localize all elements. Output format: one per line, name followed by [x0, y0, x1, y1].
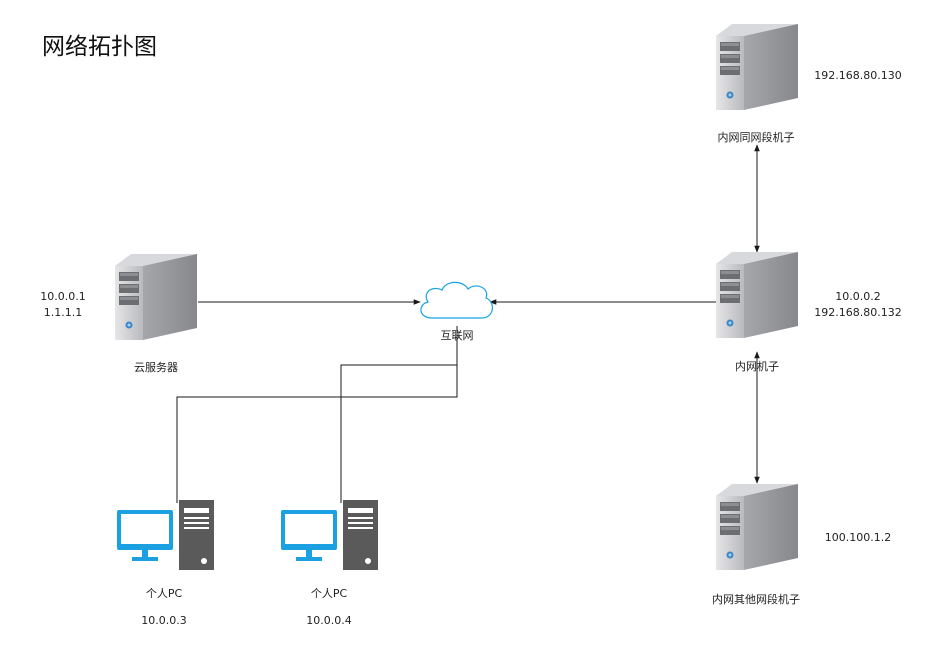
pc-label: 个人PC	[311, 587, 348, 600]
server-ip-1: 10.0.0.1	[40, 290, 85, 303]
pc-label: 个人PC	[146, 587, 183, 600]
pc-1[interactable]: 个人PC 10.0.0.3	[117, 500, 214, 627]
server-label: 云服务器	[134, 361, 178, 374]
server-ip-1: 192.168.80.130	[814, 69, 901, 82]
server-ip-2: 1.1.1.1	[44, 306, 82, 319]
pc-2[interactable]: 个人PC 10.0.0.4	[281, 500, 378, 627]
server-icon	[716, 252, 798, 338]
server-icon	[115, 254, 197, 340]
cloud-icon	[420, 281, 493, 319]
server-intranet-machine[interactable]: 内网机子 10.0.0.2 192.168.80.132	[716, 252, 902, 373]
edge-pc2-to-internet	[340, 326, 458, 503]
internet-cloud[interactable]: 互联网	[420, 281, 493, 342]
server-same-segment-machine[interactable]: 内网同网段机子 192.168.80.130	[716, 24, 902, 144]
server-other-segment-machine[interactable]: 内网其他网段机子 100.100.1.2	[712, 484, 891, 606]
pc-icon	[117, 500, 214, 570]
server-label: 内网机子	[735, 359, 779, 373]
server-label: 内网同网段机子	[718, 130, 795, 144]
server-icon	[716, 484, 798, 570]
diagram-title: 网络拓扑图	[42, 34, 157, 60]
cloud-label: 互联网	[441, 329, 474, 342]
edge-pc1-to-internet	[176, 326, 458, 503]
server-ip-1: 10.0.0.2	[835, 290, 880, 303]
pc-ip: 10.0.0.4	[306, 614, 351, 627]
pc-ip: 10.0.0.3	[141, 614, 186, 627]
server-icon	[716, 24, 798, 110]
server-cloud-server[interactable]: 云服务器 10.0.0.1 1.1.1.1	[40, 254, 197, 374]
edges	[176, 144, 760, 503]
pc-icon	[281, 500, 378, 570]
server-ip-2: 192.168.80.132	[814, 306, 901, 319]
server-ip-1: 100.100.1.2	[825, 531, 891, 544]
server-label: 内网其他网段机子	[712, 592, 800, 606]
